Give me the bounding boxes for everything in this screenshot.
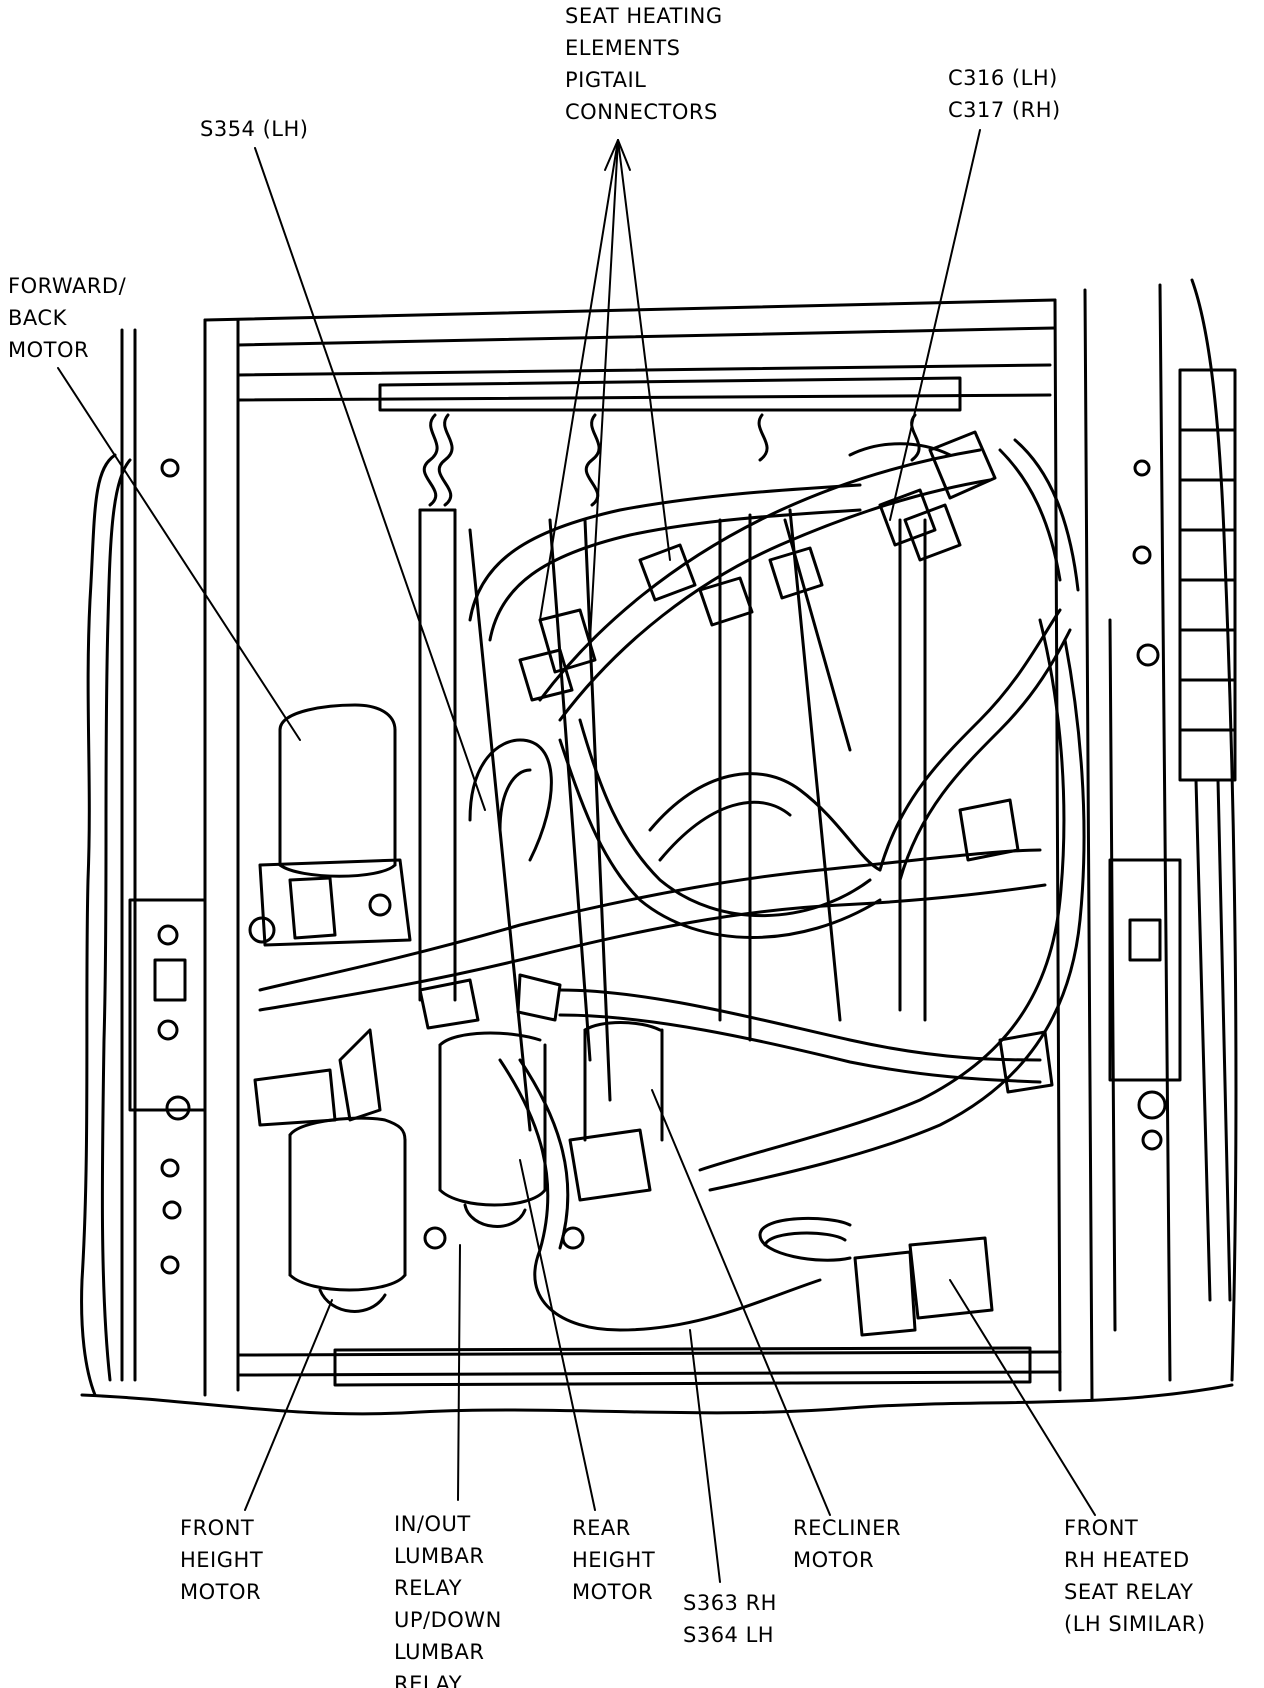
label-line: C317 (RH) — [948, 98, 1061, 122]
front-height-motor — [253, 1028, 407, 1313]
label-line: MOTOR — [180, 1580, 262, 1604]
leader-seat-heating-b — [589, 139, 619, 641]
leader-lumbar — [457, 1244, 461, 1501]
forward-back-motor — [248, 703, 412, 947]
seat-frame — [80, 278, 1238, 1416]
label-line: MOTOR — [8, 338, 90, 362]
leader-recliner — [651, 1089, 831, 1516]
label-line: HEIGHT — [572, 1548, 656, 1572]
label-line: FORWARD/ — [8, 274, 127, 298]
label-line: RECLINER — [793, 1516, 901, 1540]
label-s363-s364: S363 RH S364 LH — [683, 1587, 777, 1651]
label-heated-seat-relay: FRONT RH HEATED SEAT RELAY (LH SIMILAR) — [1064, 1512, 1206, 1640]
wire-harness — [258, 438, 1086, 1332]
label-line: (LH SIMILAR) — [1064, 1612, 1206, 1636]
callout-leaders — [57, 129, 1096, 1583]
label-line: FRONT — [1064, 1516, 1139, 1540]
leader-seat-heating-a — [539, 139, 619, 621]
label-line: LUMBAR — [394, 1544, 485, 1568]
leader-s363 — [689, 1329, 721, 1583]
recliner-motor — [423, 1021, 664, 1250]
label-line: UP/DOWN — [394, 1608, 502, 1632]
label-c316-c317: C316 (LH) C317 (RH) — [948, 62, 1061, 126]
leader-relay — [949, 1279, 1096, 1516]
leader-seat-heating-c — [617, 139, 671, 561]
label-line: S363 RH — [683, 1591, 777, 1615]
leader-rear-height — [519, 1159, 596, 1511]
label-line: PIGTAIL — [565, 68, 647, 92]
leader-front-height — [244, 1299, 333, 1511]
label-line: RELAY — [394, 1672, 463, 1688]
label-line: S364 LH — [683, 1623, 775, 1647]
rear-height-motor — [418, 973, 562, 1228]
label-line: REAR — [572, 1516, 631, 1540]
label-line: ELEMENTS — [565, 36, 681, 60]
label-line: SEAT HEATING — [565, 4, 723, 28]
label-line: S354 (LH) — [200, 117, 309, 141]
label-line: FRONT — [180, 1516, 255, 1540]
label-line: RELAY — [394, 1576, 463, 1600]
leader-forward-back — [57, 367, 301, 741]
label-recliner-motor: RECLINER MOTOR — [793, 1512, 901, 1576]
label-line: MOTOR — [572, 1580, 654, 1604]
label-s354: S354 (LH) — [200, 113, 308, 145]
seat-springs — [418, 413, 927, 1132]
label-line: BACK — [8, 306, 67, 330]
label-lumbar-relays: IN/OUT LUMBAR RELAY UP/DOWN LUMBAR RELAY — [394, 1508, 502, 1688]
label-line: CONNECTORS — [565, 100, 718, 124]
label-line: HEIGHT — [180, 1548, 264, 1572]
leader-c316 — [889, 129, 981, 521]
label-rear-height-motor: REAR HEIGHT MOTOR — [572, 1512, 655, 1608]
heated-seat-relay — [758, 1217, 994, 1337]
leader-s354 — [254, 147, 486, 811]
label-seat-heating-pigtail-connectors: SEAT HEATING ELEMENTS PIGTAIL CONNECTORS — [565, 0, 723, 128]
label-line: C316 (LH) — [948, 66, 1058, 90]
label-front-height-motor: FRONT HEIGHT MOTOR — [180, 1512, 263, 1608]
label-line: IN/OUT — [394, 1512, 471, 1536]
label-forward-back-motor: FORWARD/ BACK MOTOR — [8, 270, 126, 366]
label-line: RH HEATED — [1064, 1548, 1190, 1572]
pigtail-connectors — [518, 430, 1054, 1094]
label-line: SEAT RELAY — [1064, 1580, 1194, 1604]
label-line: LUMBAR — [394, 1640, 485, 1664]
label-line: MOTOR — [793, 1548, 875, 1572]
